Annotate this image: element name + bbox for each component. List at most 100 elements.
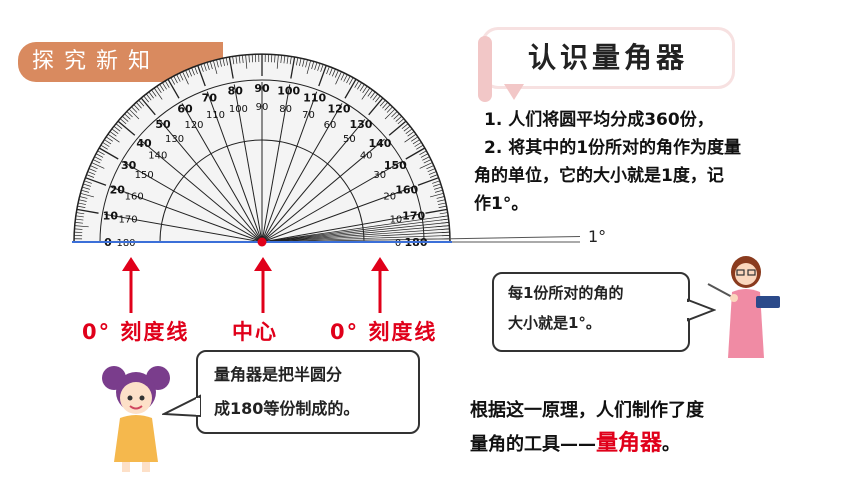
protractor-tick	[429, 193, 444, 198]
center-label: 中心	[232, 320, 278, 344]
protractor-tick	[131, 106, 138, 113]
protractor-tick	[109, 131, 117, 137]
protractor-tick	[405, 128, 413, 134]
teacher-bubble-line-2: 大小就是1°。	[508, 314, 601, 332]
right-zero-line-label: 0° 刻度线	[330, 320, 438, 344]
protractor-outer-label: 160	[395, 183, 418, 196]
protractor-tick	[76, 212, 85, 215]
protractor-tick	[411, 136, 419, 142]
protractor-tick	[433, 183, 441, 187]
protractor-tick	[407, 131, 415, 137]
protractor-tick	[200, 64, 204, 72]
protractor-tick	[232, 56, 235, 65]
protractor-inner-label: 60	[324, 120, 337, 131]
conclusion-line-1: 根据这一原理，人们制作了度	[470, 400, 704, 421]
protractor-tick	[95, 153, 104, 158]
protractor-tick	[370, 91, 376, 99]
protractor-tick	[90, 165, 98, 170]
teacher-bubble-line-1: 每1份所对的角的	[508, 284, 624, 302]
protractor-ray	[261, 138, 385, 243]
protractor-tick	[401, 123, 409, 129]
degree-ray	[261, 215, 449, 243]
protractor-tick	[100, 144, 108, 150]
protractor-tick	[216, 59, 219, 68]
protractor-tick	[340, 72, 345, 81]
protractor-tick	[299, 58, 302, 67]
protractor-inner-label: 150	[135, 170, 154, 181]
teacher-bubble-tail	[686, 298, 716, 322]
protractor-tick	[164, 80, 170, 88]
protractor-tick	[359, 84, 365, 92]
protractor-tick	[107, 133, 120, 143]
protractor-ray	[104, 213, 263, 243]
protractor-tick	[436, 196, 445, 199]
protractor-tick	[393, 113, 400, 120]
protractor-tick	[209, 61, 213, 70]
protractor-tick	[425, 208, 448, 214]
protractor-tick	[85, 177, 107, 186]
protractor-ray	[123, 161, 263, 243]
protractor-tick	[379, 99, 386, 107]
protractor-tick	[124, 113, 131, 120]
intro-line-1: 1. 人们将圆平均分成360份，	[484, 110, 714, 130]
protractor-tick	[419, 150, 427, 156]
intro-text: 1. 人们将圆平均分成360份， 2. 将其中的1份所对的角作为度量 角的单位，…	[474, 106, 834, 218]
protractor-tick	[286, 55, 289, 64]
protractor-tick	[185, 70, 190, 78]
protractor-tick	[113, 125, 121, 132]
protractor-inner-label: 50	[343, 134, 356, 145]
teacher-speech-bubble: 每1份所对的角的 大小就是1°。	[492, 272, 690, 352]
protractor-tick	[151, 89, 157, 97]
protractor-tick	[427, 168, 436, 172]
degree-ray	[261, 228, 450, 243]
protractor-tick	[140, 97, 156, 116]
protractor-tick	[397, 118, 405, 125]
teacher-illustration	[707, 256, 780, 358]
protractor-outer-label: 130	[350, 118, 373, 131]
protractor-tick	[386, 106, 393, 113]
protractor-tick	[82, 186, 90, 190]
protractor-tick	[92, 159, 101, 164]
right-arrow	[371, 257, 389, 313]
protractor-tick	[143, 95, 149, 103]
protractor-tick	[305, 59, 308, 68]
protractor-tick	[191, 67, 195, 76]
center-arrow	[254, 257, 272, 313]
protractor-tick	[346, 75, 351, 84]
protractor-tick	[429, 174, 438, 178]
protractor-tick	[182, 71, 189, 85]
protractor-tick	[372, 93, 379, 101]
left-arrow	[122, 257, 140, 313]
protractor-tick	[414, 142, 422, 147]
protractor-ray	[261, 119, 366, 243]
girl-speech-bubble: 量角器是把半圆分 成180等份制成的。	[196, 350, 420, 434]
degree-ray	[261, 218, 449, 243]
intro-line-2: 2. 将其中的1份所对的角作为度量	[484, 138, 742, 158]
one-degree-label: 1°	[588, 227, 606, 246]
protractor-inner-label: 170	[119, 214, 138, 225]
protractor-tick	[416, 144, 424, 150]
protractor-tick	[75, 215, 84, 218]
protractor-tick	[111, 128, 119, 134]
protractor-tick	[318, 65, 327, 87]
protractor-inner-label: 10	[390, 214, 403, 225]
protractor-tick	[412, 139, 420, 145]
protractor-tick	[395, 115, 402, 122]
protractor-inner-arc	[99, 79, 425, 243]
protractor-tick	[354, 80, 360, 88]
conclusion-line-2-prefix: 量角的工具——	[470, 434, 596, 455]
protractor-inner-label: 180	[116, 238, 135, 249]
protractor-tick	[382, 102, 389, 109]
protractor-tick	[283, 55, 286, 64]
protractor-tick	[86, 174, 95, 178]
protractor-tick	[115, 123, 123, 129]
protractor-tick	[375, 95, 381, 103]
protractor-tick	[138, 99, 145, 107]
protractor-tick	[145, 93, 152, 101]
protractor-tick	[128, 108, 140, 120]
protractor-tick	[194, 66, 198, 75]
girl-bubble-line-2: 成180等份制成的。	[214, 399, 360, 418]
protractor-tick	[245, 54, 248, 69]
title-card-tail	[504, 84, 524, 100]
protractor-tick	[83, 183, 91, 187]
